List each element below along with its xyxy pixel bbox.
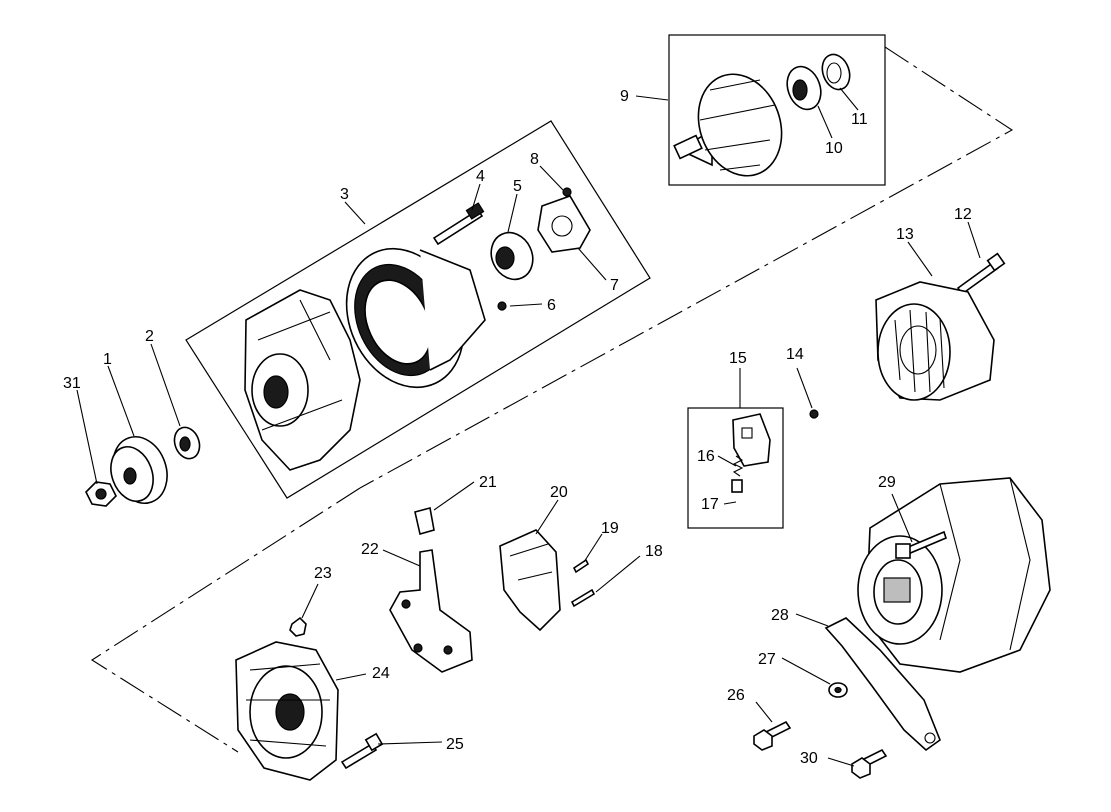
label-25: 25 [446, 736, 464, 753]
spacer-part-2 [173, 426, 201, 460]
label-2: 2 [145, 328, 154, 345]
terminal-cap-part-21 [414, 507, 435, 536]
stator [345, 247, 486, 389]
label-5: 5 [513, 178, 522, 195]
assembled-alternator [857, 477, 1051, 673]
assembly-box-9 [668, 34, 886, 186]
label-29: 29 [878, 474, 896, 491]
label-10: 10 [825, 140, 843, 157]
screw-part-19 [572, 558, 590, 574]
retainer-plate-part-7 [537, 195, 591, 253]
assembly-box-3 [185, 120, 651, 499]
screw-part-14 [809, 409, 819, 419]
brush-holder-part-15 [732, 413, 771, 467]
label-30: 30 [800, 750, 818, 767]
label-7: 7 [610, 277, 619, 294]
label-16: 16 [697, 448, 715, 465]
rear-housing-part-24 [235, 641, 339, 781]
pulley-part-1 [110, 436, 168, 504]
label-13: 13 [896, 226, 914, 243]
leader-lines [76, 87, 981, 767]
bolt-part-29 [895, 530, 947, 559]
label-26: 26 [727, 687, 745, 704]
label-19: 19 [601, 520, 619, 537]
assembly-line-lower [90, 487, 361, 753]
bolt-part-12 [956, 252, 1006, 296]
washer-part-27 [828, 682, 848, 698]
brush-part-17 [731, 479, 743, 493]
bracket-part-28 [824, 617, 941, 752]
stud-bolt-part-4 [432, 202, 485, 246]
nut-part-23 [289, 616, 307, 637]
label-12: 12 [954, 206, 972, 223]
label-28: 28 [771, 607, 789, 624]
front-housing-part-3 [244, 289, 361, 471]
label-6: 6 [547, 297, 556, 314]
label-27: 27 [758, 651, 776, 668]
callout-labels: 31 1 2 3 4 5 6 7 8 9 10 11 12 13 14 15 1… [63, 88, 972, 767]
label-18: 18 [645, 543, 663, 560]
regulator-part-20 [499, 529, 561, 632]
label-8: 8 [530, 151, 539, 168]
label-4: 4 [476, 168, 485, 185]
bearing-part-5 [490, 231, 534, 281]
bearing-part-10 [786, 65, 822, 111]
assembly-box-15 [687, 407, 784, 529]
bolt-part-26 [753, 720, 792, 751]
screw-part-18 [570, 588, 596, 608]
label-20: 20 [550, 484, 568, 501]
screw-part-8 [562, 187, 572, 197]
bolt-part-25 [340, 732, 384, 770]
label-31: 31 [63, 375, 81, 392]
label-1: 1 [103, 351, 112, 368]
seal-part-11 [821, 53, 851, 91]
rotor-part-9 [673, 73, 783, 177]
screw-part-6 [497, 301, 507, 311]
label-23: 23 [314, 565, 332, 582]
nut-part-31 [85, 481, 117, 507]
assembly-line-upper [359, 46, 1014, 489]
bolt-part-30 [851, 748, 888, 779]
label-11: 11 [851, 111, 868, 128]
label-14: 14 [786, 346, 804, 363]
rear-cover-part-13 [875, 281, 995, 401]
label-9: 9 [620, 88, 629, 105]
label-24: 24 [372, 665, 390, 682]
label-22: 22 [361, 541, 379, 558]
label-21: 21 [479, 474, 497, 491]
label-17: 17 [701, 496, 719, 513]
label-3: 3 [340, 186, 349, 203]
rectifier-part-22 [389, 549, 473, 673]
spring-part-16 [732, 455, 744, 477]
label-15: 15 [729, 350, 747, 367]
